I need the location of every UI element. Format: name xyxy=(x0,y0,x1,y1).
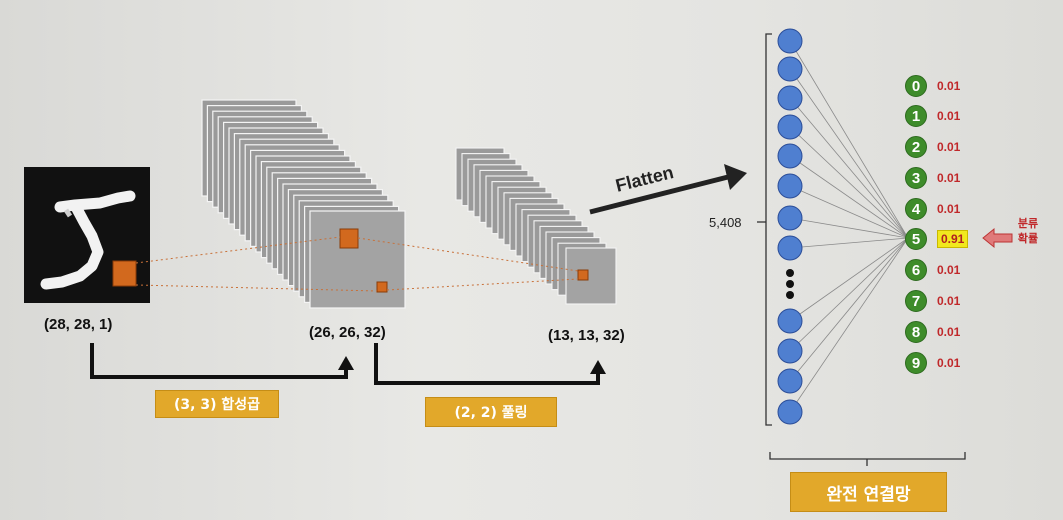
conv-shape-label: (26, 26, 32) xyxy=(309,324,386,341)
neuron xyxy=(777,173,803,199)
neuron xyxy=(777,205,803,231)
neuron xyxy=(777,114,803,140)
pool-op-label: (2, 2) 풀링 xyxy=(425,397,557,427)
neuron xyxy=(777,308,803,334)
pool-shape-label: (13, 13, 32) xyxy=(548,327,625,344)
fc-label: 완전 연결망 xyxy=(790,472,947,512)
probability-2: 0.01 xyxy=(937,140,961,154)
flatten-arrow-head xyxy=(724,164,747,190)
digit-8-circle: 8 xyxy=(905,321,927,343)
probability-9: 0.01 xyxy=(937,356,961,370)
ellipsis-dot xyxy=(786,269,794,277)
conv-arrow-head xyxy=(338,356,354,370)
flatten-neurons xyxy=(777,28,803,425)
class-probability-label: 분류 확률 xyxy=(1017,217,1039,245)
flatten-arrow xyxy=(589,174,729,215)
flatten-size-label: 5,408 xyxy=(709,215,742,230)
ellipsis-dot xyxy=(786,291,794,299)
digit-1-circle: 1 xyxy=(905,105,927,127)
digit-6-circle: 6 xyxy=(905,259,927,281)
conv-feature-maps xyxy=(201,99,406,309)
pool-map-front xyxy=(565,247,617,305)
neuron xyxy=(777,56,803,82)
pool-operation-arrow xyxy=(374,343,600,385)
conv-map-front xyxy=(309,210,406,309)
neuron xyxy=(777,85,803,111)
flatten-bracket xyxy=(765,33,772,426)
neuron xyxy=(777,399,803,425)
conv-patch-small xyxy=(376,281,388,293)
conv-op-label: (3, 3) 합성곱 xyxy=(155,390,279,418)
probability-1: 0.01 xyxy=(937,109,961,123)
probability-4: 0.01 xyxy=(937,202,961,216)
digit-4-circle: 4 xyxy=(905,198,927,220)
neuron xyxy=(777,143,803,169)
probability-8: 0.01 xyxy=(937,325,961,339)
conv-operation-arrow xyxy=(90,343,348,379)
probability-7: 0.01 xyxy=(937,294,961,308)
pool-arrow-head xyxy=(590,360,606,374)
input-shape-label: (28, 28, 1) xyxy=(44,316,113,333)
conv-patch-large xyxy=(339,228,359,249)
class-arrow-icon xyxy=(982,227,1013,249)
probability-0: 0.01 xyxy=(937,79,961,93)
digit-3-circle: 3 xyxy=(905,167,927,189)
input-image xyxy=(24,167,150,303)
correspondence-lines xyxy=(135,236,579,292)
neuron xyxy=(777,28,803,54)
input-kernel-patch xyxy=(112,260,137,287)
neuron xyxy=(777,338,803,364)
digit-2-circle: 2 xyxy=(905,136,927,158)
digit-9-circle: 9 xyxy=(905,352,927,374)
digit-0-circle: 0 xyxy=(905,75,927,97)
probability-3: 0.01 xyxy=(937,171,961,185)
digit-5-circle: 5 xyxy=(905,228,927,250)
pool-patch xyxy=(577,269,589,281)
pool-feature-maps xyxy=(455,147,617,305)
ellipsis-dot xyxy=(786,280,794,288)
neuron xyxy=(777,235,803,261)
fc-connections xyxy=(789,40,909,413)
fc-bracket xyxy=(769,452,966,460)
neuron xyxy=(777,368,803,394)
probability-5: 0.91 xyxy=(937,230,969,248)
probability-6: 0.01 xyxy=(937,263,961,277)
digit-7-circle: 7 xyxy=(905,290,927,312)
